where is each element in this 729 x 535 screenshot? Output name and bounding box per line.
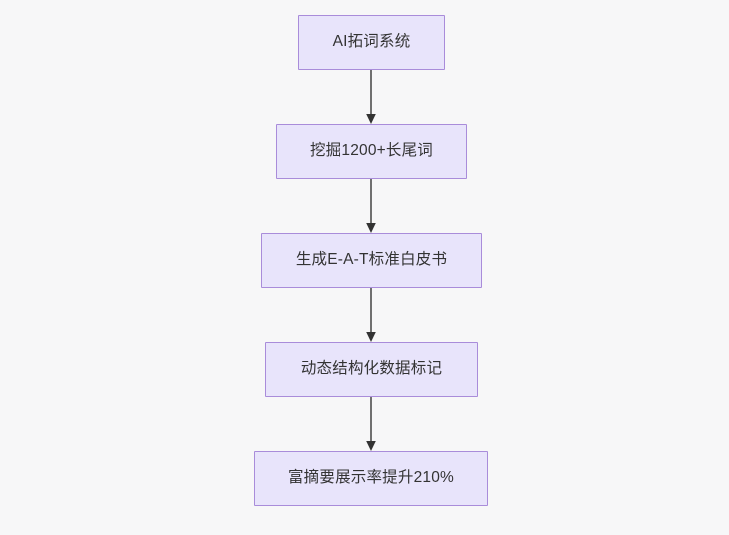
node-label: 富摘要展示率提升210% (287, 469, 455, 487)
arrowhead-icon (366, 332, 376, 342)
arrowhead-icon (366, 114, 376, 124)
flowchart-node-mine-longtail-keywords[interactable]: 挖掘1200+长尾词 (276, 124, 467, 179)
flowchart-node-generate-eat-whitepaper[interactable]: 生成E-A-T标准白皮书 (261, 233, 482, 288)
edge-node1-to-node2 (355, 68, 387, 128)
node-label: AI拓词系统 (332, 33, 411, 51)
edge-node2-to-node3 (355, 177, 387, 237)
edge-node4-to-node5 (355, 395, 387, 455)
node-label: 挖掘1200+长尾词 (309, 142, 434, 160)
flowchart-node-rich-snippet-rate-increase[interactable]: 富摘要展示率提升210% (254, 451, 488, 506)
flowchart-node-dynamic-structured-data-markup[interactable]: 动态结构化数据标记 (265, 342, 478, 397)
node-label: 动态结构化数据标记 (300, 360, 443, 378)
arrowhead-icon (366, 223, 376, 233)
arrowhead-icon (366, 441, 376, 451)
node-label: 生成E-A-T标准白皮书 (295, 251, 448, 269)
flowchart-node-ai-keyword-system[interactable]: AI拓词系统 (298, 15, 445, 70)
edge-node3-to-node4 (355, 286, 387, 346)
